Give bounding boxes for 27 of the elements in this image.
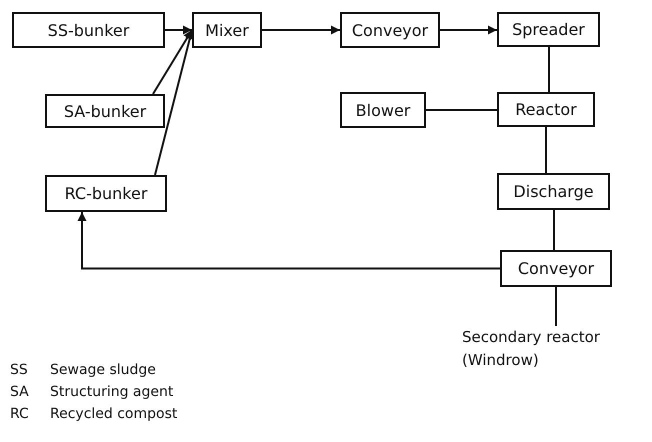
process-box: SS-bunker — [12, 12, 165, 48]
process-box: Conveyor — [340, 12, 440, 48]
abbreviation: SA — [10, 384, 29, 400]
process-box: Conveyor — [500, 250, 612, 287]
abbreviation: RC — [10, 406, 29, 422]
legend-description: Sewage sludge — [50, 362, 156, 378]
arrow — [262, 26, 340, 34]
process-box: Blower — [340, 92, 426, 128]
process-box: Reactor — [497, 92, 595, 127]
abbreviation: SS — [10, 362, 28, 378]
process-box: Discharge — [497, 173, 610, 210]
arrow — [165, 26, 192, 34]
connector-line — [553, 210, 555, 250]
process-box: Mixer — [192, 12, 262, 48]
legend-description: Recycled compost — [50, 406, 178, 422]
process-box: Spreader — [497, 12, 600, 47]
output-label: Secondary reactor (Windrow) — [462, 326, 650, 370]
process-box: SA-bunker — [45, 94, 165, 128]
connector-line — [555, 287, 557, 326]
process-box: RC-bunker — [45, 175, 167, 212]
connector-line — [548, 47, 550, 92]
arrow — [78, 212, 500, 270]
connector-line — [426, 109, 497, 111]
arrow — [440, 26, 497, 34]
connector-line — [545, 127, 547, 173]
legend-description: Structuring agent — [50, 384, 174, 400]
arrow — [152, 29, 193, 95]
